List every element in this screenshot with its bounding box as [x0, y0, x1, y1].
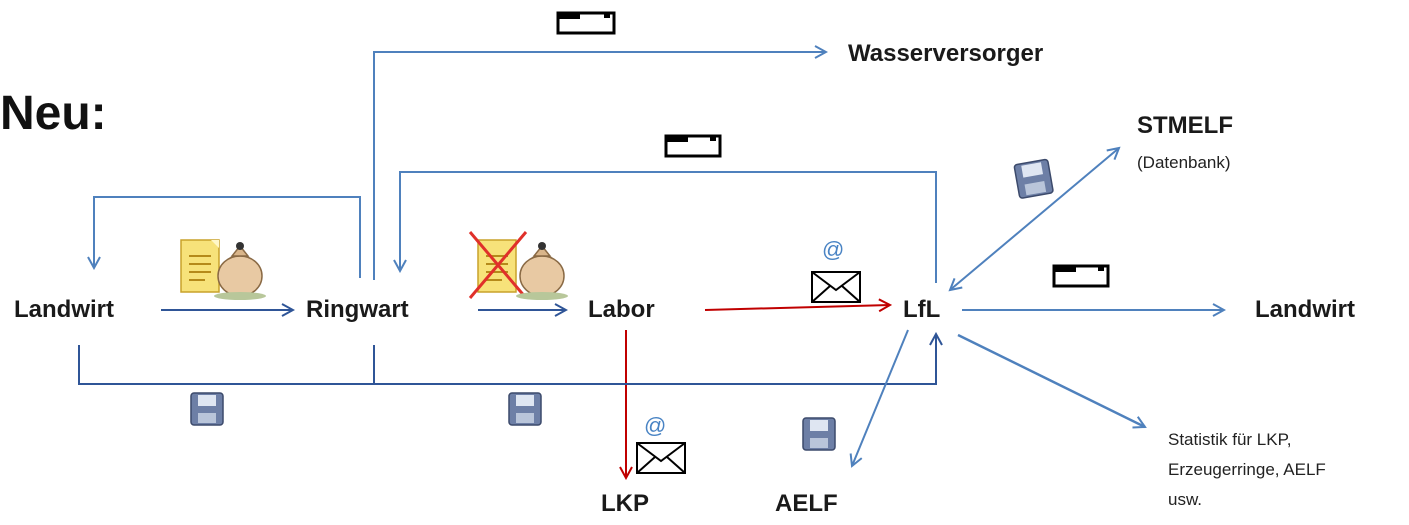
edge-bottom-bracket	[78, 334, 936, 385]
statistik-line-2: Erzeugerringe, AELF	[1168, 460, 1326, 479]
statistik-line-1: Statistik für LKP,	[1168, 430, 1292, 449]
floppy-disk-icon	[190, 392, 224, 426]
page-title: Neu:	[0, 87, 107, 140]
node-ringwart: Ringwart	[306, 296, 409, 323]
sample-bag-icon	[516, 242, 568, 300]
node-lfl: LfL	[903, 296, 941, 323]
edge-lfl-statistik	[957, 333, 1145, 427]
floppy-disk-icon	[1013, 158, 1054, 199]
email-at-sign: @	[822, 237, 845, 262]
envelope-icon	[636, 442, 686, 474]
statistik-line-3: usw.	[1168, 490, 1203, 509]
edge-ringwart-landwirt	[94, 196, 361, 278]
node-wasserversorger: Wasserversorger	[848, 40, 1044, 67]
red-x-icon	[468, 231, 528, 299]
sample-bag-icon	[214, 242, 266, 300]
document-icon	[180, 239, 220, 293]
edge-ringwart-wasserversorger	[373, 52, 826, 280]
node-lkp: LKP	[601, 490, 649, 517]
node-landwirt-right: Landwirt	[1255, 296, 1355, 323]
email-at-sign: @	[644, 413, 667, 438]
node-stmelf-subtitle: (Datenbank)	[1137, 153, 1231, 172]
node-landwirt-left: Landwirt	[14, 296, 114, 323]
letter-icon	[556, 11, 616, 35]
edge-labor-lfl	[704, 305, 890, 310]
floppy-disk-icon	[802, 417, 836, 451]
node-stmelf: STMELF	[1137, 112, 1233, 139]
edge-lfl-aelf	[852, 329, 909, 466]
edge-lfl-ringwart	[400, 171, 937, 283]
floppy-disk-icon	[508, 392, 542, 426]
letter-icon	[1052, 264, 1110, 288]
node-aelf: AELF	[775, 490, 838, 517]
edge-lfl-stmelf	[950, 148, 1119, 290]
envelope-icon	[811, 271, 861, 303]
letter-icon	[664, 134, 722, 158]
node-labor: Labor	[588, 296, 655, 323]
